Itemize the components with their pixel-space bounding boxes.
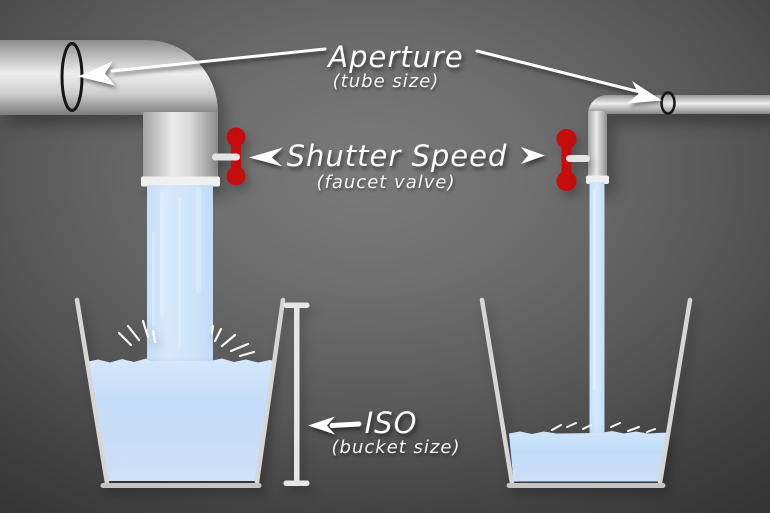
- aperture-arrow-right-head-icon: [627, 81, 662, 104]
- right-valve: [556, 129, 590, 191]
- iso-arrow-shaft: [329, 421, 362, 428]
- arrow-heads: [78, 61, 662, 435]
- splash-lines-left: [117, 319, 256, 358]
- aperture-label: Aperture: [328, 40, 464, 74]
- left-bucket-walls: [74, 297, 286, 488]
- left-pipe-vertical: [143, 112, 218, 181]
- right-bucket: [479, 297, 693, 488]
- right-valve-handle: [556, 129, 577, 191]
- left-pipe-end-cap: [141, 176, 220, 187]
- iso-label: ISO: [364, 406, 418, 440]
- iso-arrow-head-icon: [308, 416, 335, 435]
- shutter-speed-sublabel: (faucet valve): [316, 172, 456, 193]
- left-valve-stem: [212, 153, 240, 161]
- left-bucket-water: [86, 358, 276, 481]
- aperture-arrow-left-shaft: [110, 47, 327, 73]
- left-bucket: [74, 297, 286, 488]
- aperture-ring-small-icon: [660, 91, 676, 115]
- aperture-arrow-left-head-icon: [78, 61, 115, 86]
- right-pipe: [586, 95, 770, 184]
- right-pipe-horizontal: [588, 95, 770, 114]
- right-pipe-end-cap: [586, 175, 609, 184]
- annotation-arrows: [78, 47, 662, 435]
- left-pipe-horizontal: [0, 40, 218, 115]
- right-water-stream: [589, 182, 605, 435]
- arrow-shafts: [110, 47, 642, 428]
- aperture-arrow-right-shaft: [475, 49, 642, 94]
- right-valve-stem: [566, 155, 590, 162]
- iso-measure-bar: [283, 302, 310, 486]
- shutter-speed-label: Shutter Speed: [286, 139, 508, 173]
- right-bucket-water: [509, 431, 667, 482]
- shutter-arrow-right-icon: [521, 147, 545, 164]
- iso-sublabel: (bucket size): [331, 437, 461, 458]
- aperture-sublabel: (tube size): [332, 71, 440, 92]
- left-valve: [212, 127, 246, 186]
- right-bucket-walls: [479, 297, 693, 488]
- splash-lines-right: [551, 422, 656, 433]
- left-pipe: [0, 40, 220, 187]
- left-water-stream: [147, 185, 213, 365]
- shutter-arrow-left-icon: [249, 147, 283, 167]
- right-pipe-vertical: [588, 111, 607, 182]
